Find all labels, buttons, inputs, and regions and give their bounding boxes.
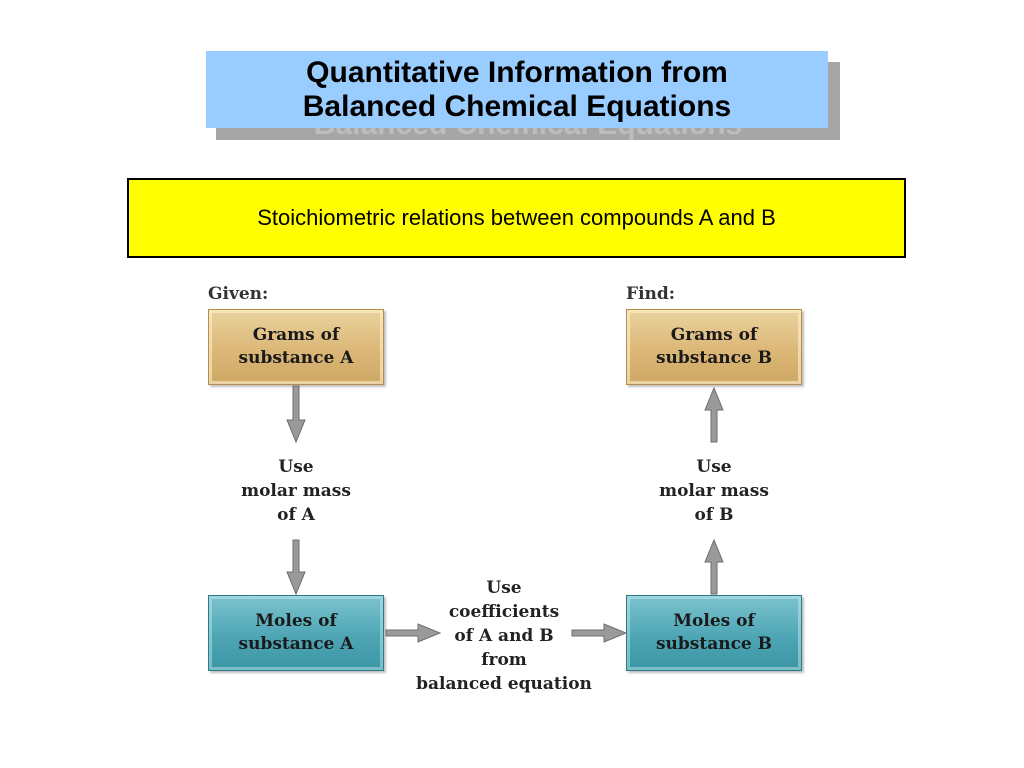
step-molar-a-line2: molar mass: [241, 481, 351, 501]
moles-b-box: Moles of substance B: [626, 595, 802, 671]
step-molar-a-line3: of A: [277, 505, 315, 525]
subtitle-box: Stoichiometric relations between compoun…: [127, 178, 906, 258]
step-coeff-line4: from: [481, 650, 527, 670]
arrow-down-moles-a: [286, 539, 306, 596]
moles-a-line2: substance A: [238, 634, 354, 654]
title-line-1: Quantitative Information from: [306, 55, 728, 89]
step-molar-mass-b: Use molar mass of B: [634, 455, 794, 527]
step-molar-mass-a: Use molar mass of A: [216, 455, 376, 527]
subtitle-text: Stoichiometric relations between compoun…: [257, 205, 776, 230]
grams-a-line2: substance A: [238, 348, 354, 368]
grams-b-line2: substance B: [655, 348, 773, 368]
grams-a-line1: Grams of: [252, 325, 340, 345]
grams-b-box: Grams of substance B: [626, 309, 802, 385]
moles-a-box: Moles of substance A: [208, 595, 384, 671]
step-coeff-line2: coefficients: [448, 602, 560, 622]
step-molar-b-line3: of B: [694, 505, 734, 525]
title-box: Quantitative Information from Balanced C…: [206, 51, 828, 128]
moles-b-line1: Moles of: [673, 611, 755, 631]
step-coefficients: Use coefficients of A and B from balance…: [404, 576, 604, 696]
step-molar-a-line1: Use: [278, 457, 314, 477]
moles-b-line2: substance B: [655, 634, 773, 654]
given-label: Given:: [208, 284, 269, 304]
grams-b-line1: Grams of: [670, 325, 758, 345]
arrow-down-grams-a: [286, 385, 306, 444]
step-molar-b-line1: Use: [696, 457, 732, 477]
step-coeff-line5: balanced equation: [416, 674, 592, 694]
arrow-up-moles-b: [704, 538, 724, 595]
step-coeff-line1: Use: [486, 578, 522, 598]
title-line-2: Balanced Chemical Equations: [302, 89, 732, 123]
step-molar-b-line2: molar mass: [659, 481, 769, 501]
grams-a-box: Grams of substance A: [208, 309, 384, 385]
find-label: Find:: [626, 284, 676, 304]
arrow-right-coeff-out: [571, 623, 628, 643]
arrow-up-grams-b: [704, 386, 724, 443]
step-coeff-line3: of A and B: [454, 626, 554, 646]
arrow-right-coeff-in: [385, 623, 442, 643]
moles-a-line1: Moles of: [255, 611, 337, 631]
